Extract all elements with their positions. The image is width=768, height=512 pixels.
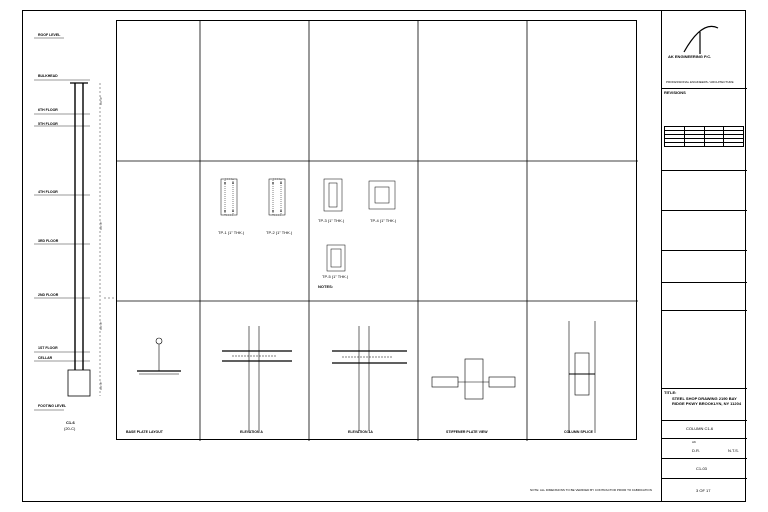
title-elevation-1a: ELEVATION 1A: [348, 430, 373, 434]
firm-logo: [683, 25, 719, 54]
column-sublabel: (20-C): [64, 426, 76, 431]
column-elevation: XX'-X" XX'-X" XX'-X" XX'-X": [30, 30, 116, 430]
svg-text:XX'-X": XX'-X": [99, 381, 103, 390]
tb-divider: [662, 170, 747, 171]
column-designation: COLUMN C1-6: [686, 426, 714, 431]
detail-grid-lines: [117, 21, 638, 441]
drawing-title: STEEL SHOP DRAWING 2190 BAY RIDGE PKWY B…: [672, 396, 742, 406]
column-label: C1-6: [66, 420, 75, 425]
detail-label-tp3: TP-3 (1" THK.): [318, 218, 345, 223]
scale: N.T.S.: [728, 448, 739, 453]
revision-table: [664, 126, 744, 147]
level-label: 4TH FLOOR: [38, 190, 58, 194]
level-label: 5TH FLOOR: [38, 122, 58, 126]
level-label: CELLAR: [38, 356, 53, 360]
tb-divider: [662, 420, 747, 421]
tb-divider: [662, 388, 747, 389]
detail-label-tp4: TP-4 (1" THK.): [370, 218, 397, 223]
title-base-plate: BASE PLATE LAYOUT: [126, 430, 163, 434]
title-elevation-a: ELEVATION A: [240, 430, 263, 434]
level-label: 6TH FLOOR: [38, 108, 58, 112]
svg-text:XX'-X": XX'-X": [99, 321, 103, 330]
footnote: NOTE: ALL DIMENSIONS TO BE VERIFIED BY C…: [530, 488, 652, 492]
revisions-label: REVISIONS: [664, 90, 686, 95]
title-block: AK ENGINEERING P.C. PROFESSIONAL ENGINEE…: [661, 10, 747, 502]
svg-text:XX'-X": XX'-X": [99, 221, 103, 230]
drawn-by: D.R.: [692, 448, 700, 453]
level-label: 1ST FLOOR: [38, 346, 58, 350]
notes-label: NOTES:: [318, 284, 334, 289]
drawing-sheet-border: [22, 10, 746, 502]
detail-grid: [116, 20, 638, 441]
detail-label-tp2: TP-2 (1" THK.): [266, 230, 293, 235]
tb-divider: [662, 250, 747, 251]
detail-label-tp5: TP-5 (1" THK.): [322, 274, 349, 279]
level-label: BULKHEAD: [38, 74, 58, 78]
firm-sub: PROFESSIONAL ENGINEERS / ARCHITECTURE: [666, 80, 734, 84]
sheet-number: 3 OF 17: [696, 488, 711, 493]
svg-text:XX'-X": XX'-X": [99, 96, 103, 105]
level-label: 2ND FLOOR: [38, 293, 59, 297]
tb-divider: [662, 210, 747, 211]
level-label: ROOF LEVEL: [38, 33, 61, 37]
tb-divider: [662, 438, 747, 439]
detail-label-tp1: TP-1 (1" THK.): [218, 230, 245, 235]
title-column-splice: COLUMN SPLICE: [564, 430, 593, 434]
firm-name: AK ENGINEERING P.C.: [668, 54, 712, 59]
drawing-title-label: TITLE:: [664, 390, 677, 395]
tb-divider: [662, 458, 747, 459]
tb-divider: [662, 88, 747, 89]
level-label: FOOTING LEVEL: [38, 404, 67, 408]
column-elevation-graphic: XX'-X" XX'-X" XX'-X" XX'-X": [34, 37, 116, 411]
tb-divider: [662, 282, 747, 283]
level-label: 3RD FLOOR: [38, 239, 59, 243]
tb-divider: [662, 310, 747, 311]
title-stiffener: STIFFENER PLATE VIEW: [446, 430, 488, 434]
drawing-number: C1-03: [696, 466, 707, 471]
tb-divider: [662, 478, 747, 479]
checked-by: AK: [692, 440, 697, 444]
